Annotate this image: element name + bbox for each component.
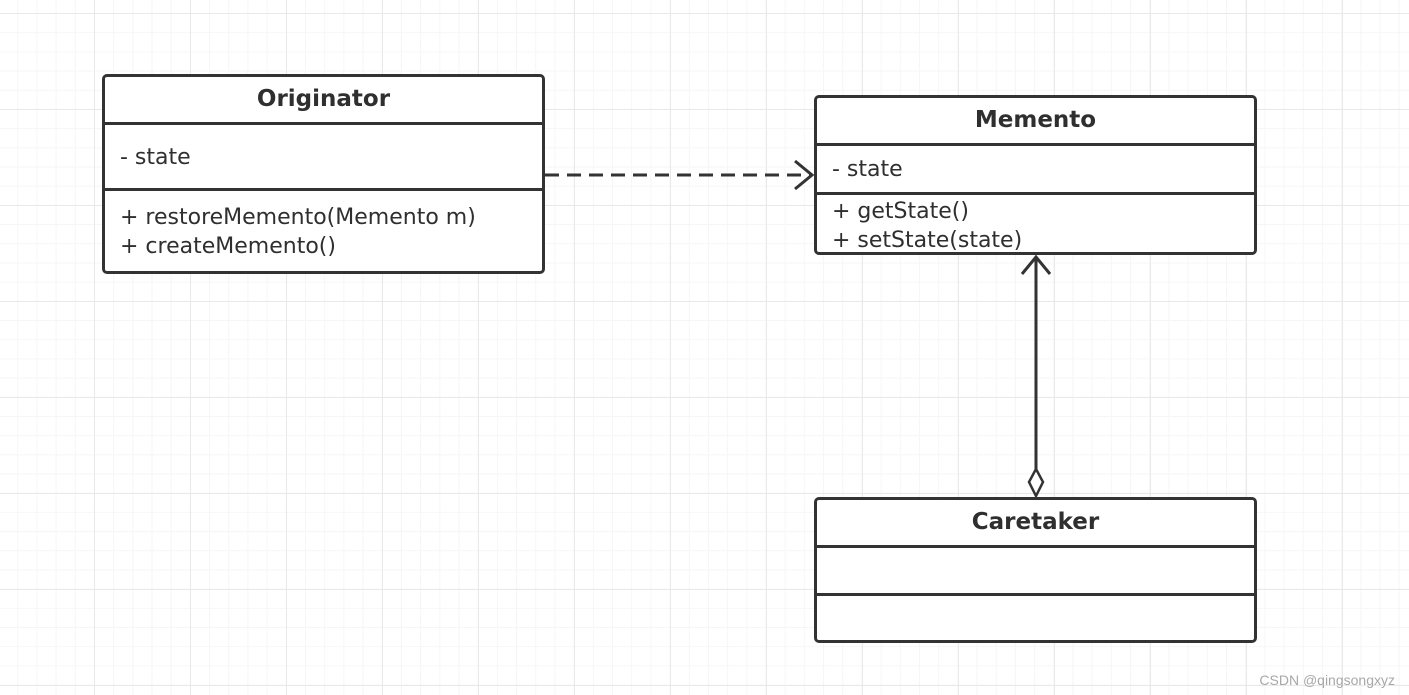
originator-class[interactable]: Originator - state + restoreMemento(Meme… xyxy=(102,74,545,274)
memento-attribute-state: - state xyxy=(832,157,903,182)
caretaker-class-name: Caretaker xyxy=(817,500,1254,548)
memento-operation-set-state: + setState(state) xyxy=(832,228,1023,253)
originator-operations: + restoreMemento(Memento m) + createMeme… xyxy=(105,191,542,261)
memento-class-name: Memento xyxy=(817,98,1254,146)
memento-attributes: - state xyxy=(817,146,1254,195)
originator-attributes: - state xyxy=(105,125,542,191)
aggregation-diamond xyxy=(1027,466,1045,499)
caretaker-class[interactable]: Caretaker xyxy=(814,497,1257,643)
originator-operation-create-memento: + createMemento() xyxy=(120,234,336,259)
watermark: CSDN @qingsongxyz xyxy=(1259,672,1395,688)
originator-attribute-state: - state xyxy=(120,145,191,170)
originator-operation-restore-memento: + restoreMemento(Memento m) xyxy=(120,205,476,230)
aggregation-connector[interactable] xyxy=(1020,254,1052,499)
aggregation-arrowhead xyxy=(1020,254,1052,275)
memento-class[interactable]: Memento - state + getState() + setState(… xyxy=(814,95,1257,255)
memento-operation-get-state: + getState() xyxy=(832,199,969,224)
memento-operations: + getState() + setState(state) xyxy=(817,195,1254,253)
dependency-connector[interactable] xyxy=(545,159,815,191)
caretaker-attributes xyxy=(817,548,1254,596)
originator-class-name: Originator xyxy=(105,77,542,125)
dependency-arrowhead xyxy=(794,159,815,191)
